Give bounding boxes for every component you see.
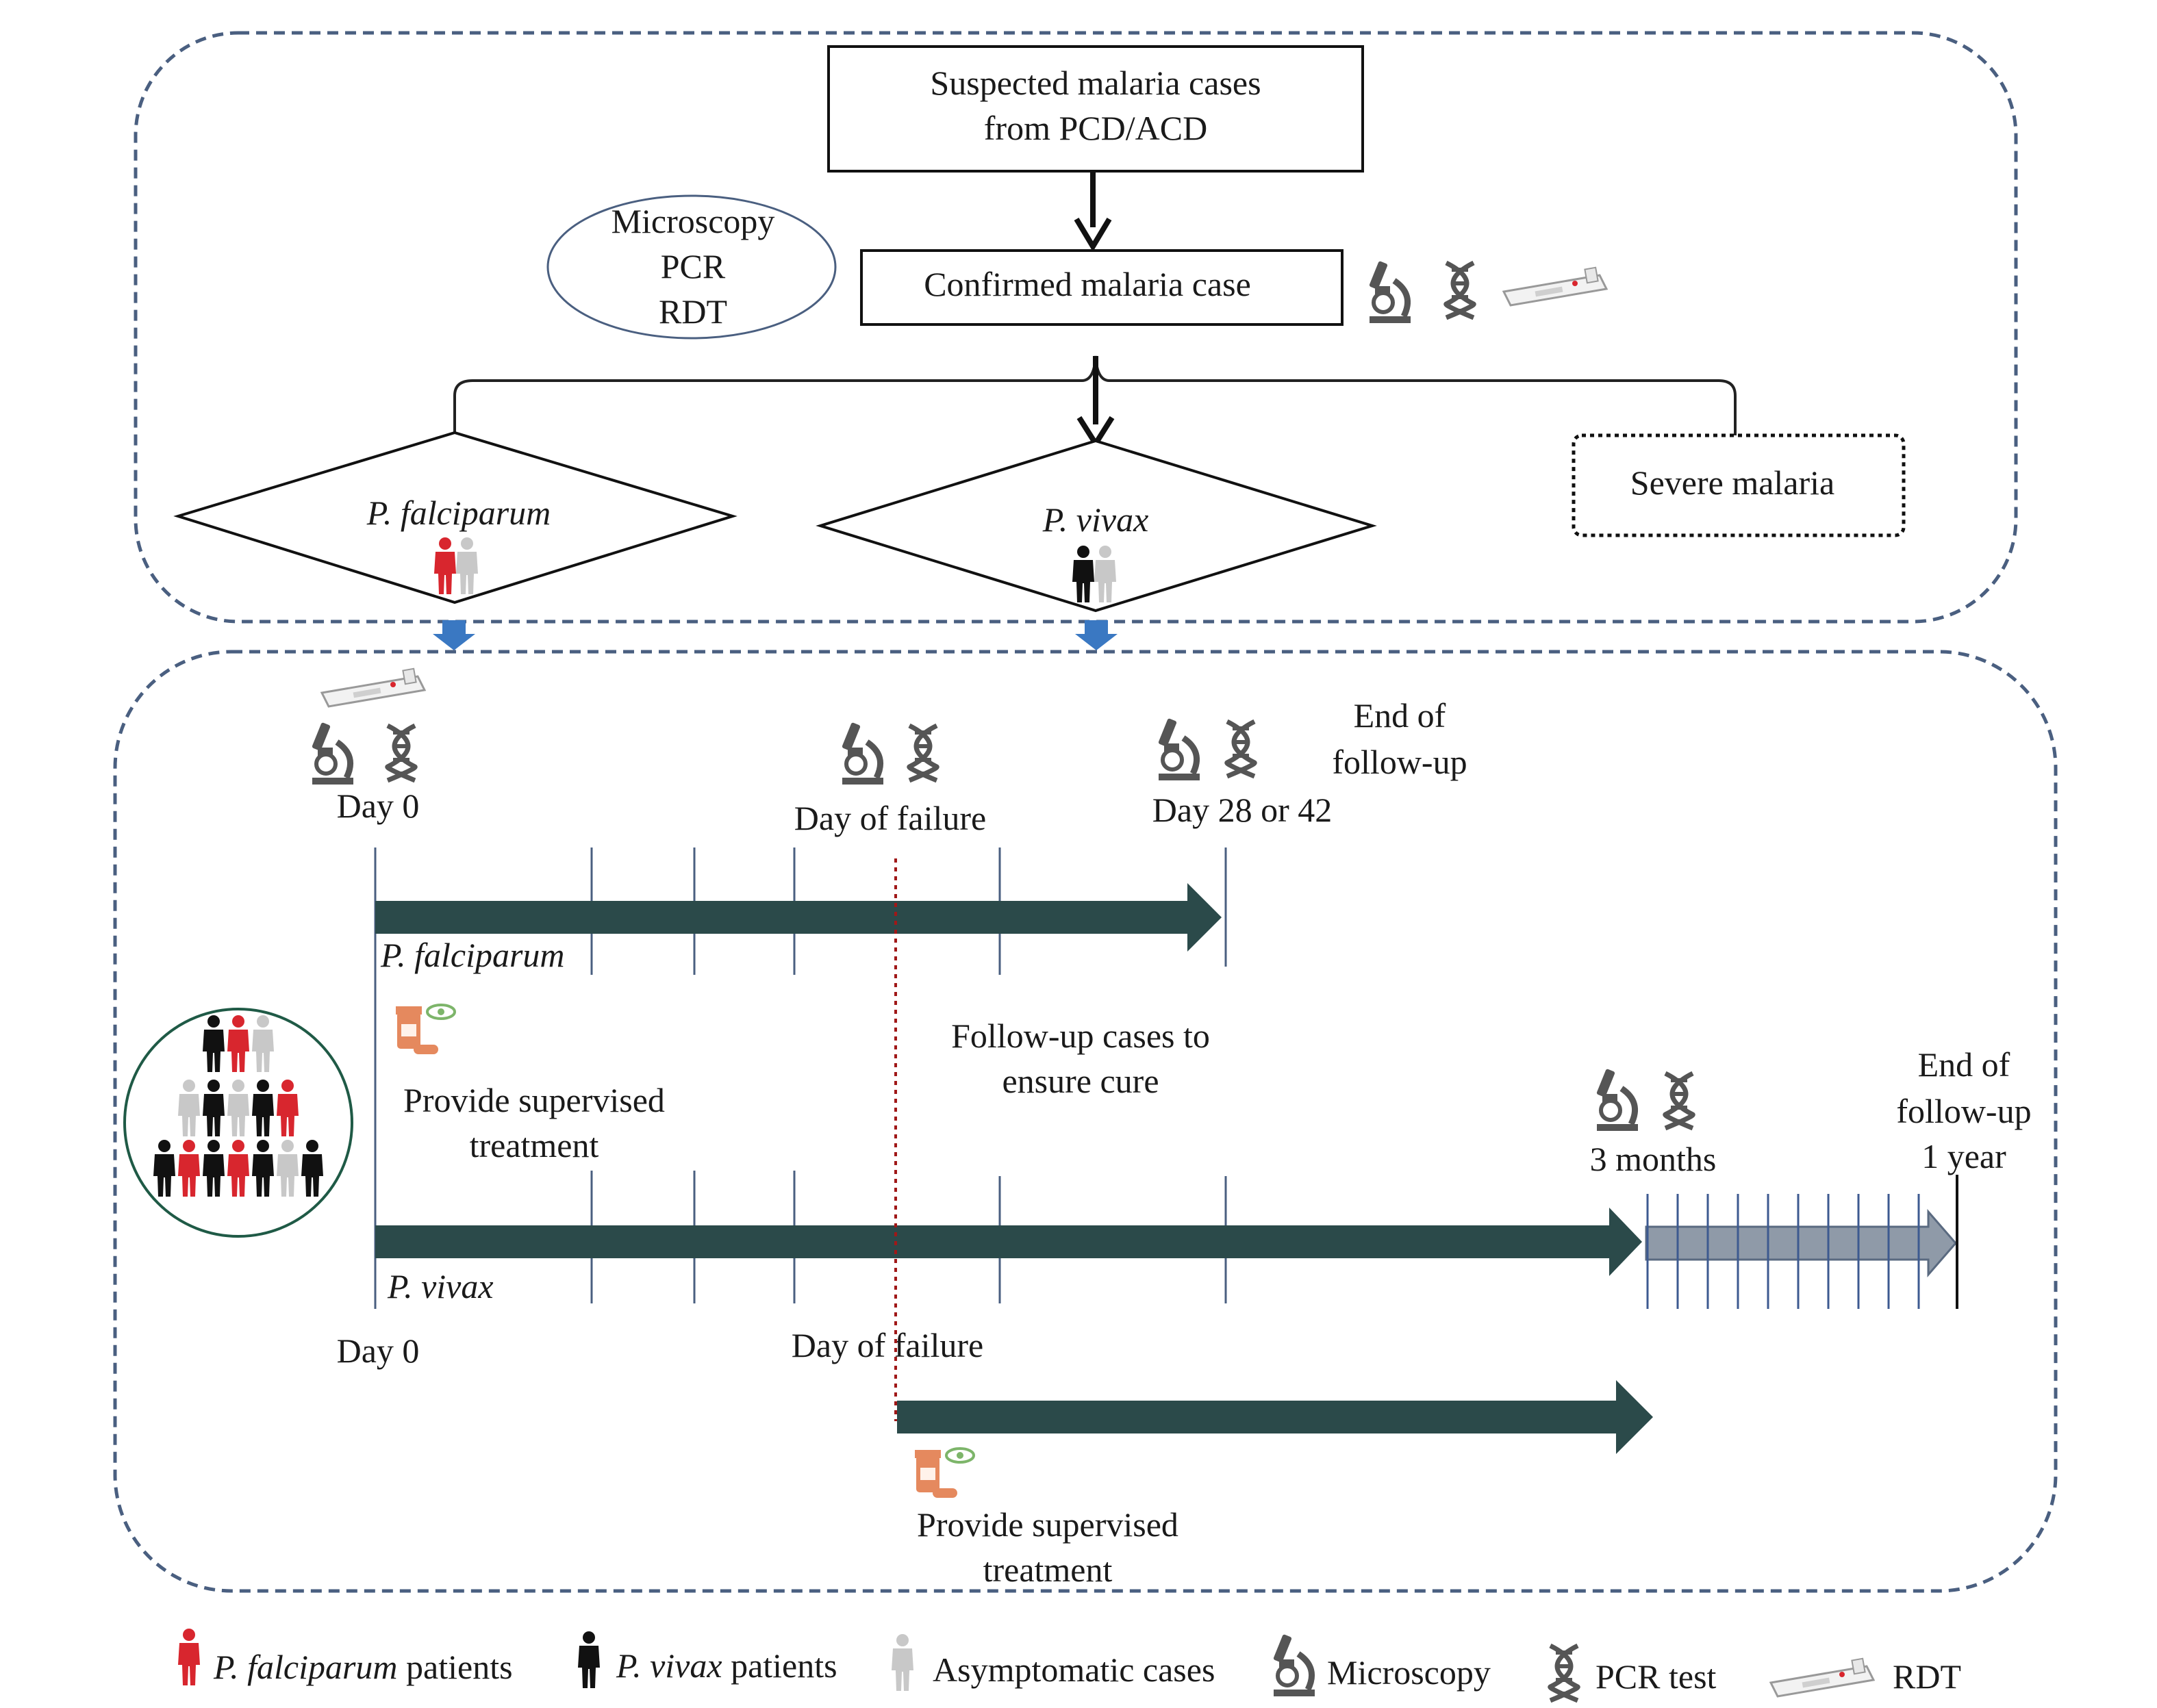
method-pcr: PCR — [661, 247, 726, 285]
falciparum-diamond — [173, 431, 737, 604]
pill-bottle-icon — [394, 1004, 456, 1056]
three-months-label: 3 months — [1590, 1140, 1717, 1178]
retreatment-arrow — [897, 1380, 1653, 1454]
severe-malaria-label: Severe malaria — [1630, 463, 1834, 502]
legend-microscope-icon — [1273, 1634, 1315, 1696]
day-28-42-label: Day 28 or 42 — [1152, 791, 1332, 829]
microscope-icon-3months — [1596, 1069, 1638, 1131]
legend-asymptomatic: Asymptomatic cases — [933, 1650, 1215, 1689]
followup-year-ticks — [1646, 1175, 1958, 1309]
falciparum-timeline-arrow — [375, 883, 1222, 952]
legend-vivax-icon — [578, 1631, 600, 1688]
suspected-cases-line2: from PCD/ACD — [984, 109, 1207, 147]
dna-icon-day0 — [388, 726, 416, 780]
day0-label-top: Day 0 — [337, 787, 420, 825]
end-followup-line1: End of — [1354, 696, 1446, 735]
rdt-icon — [1502, 266, 1608, 307]
confirmed-case-label: Confirmed malaria case — [924, 265, 1251, 303]
end-followup-line2: follow-up — [1332, 743, 1467, 781]
dna-icon-day28 — [1227, 722, 1255, 776]
patients-circle — [123, 1008, 353, 1238]
legend-rdt-icon — [1769, 1657, 1875, 1698]
end-year-line1: End of — [1918, 1045, 2010, 1084]
legend-falciparum: P. falciparum patients — [213, 1648, 513, 1686]
dna-icon — [1446, 263, 1474, 318]
microscope-icon — [1369, 261, 1411, 323]
confirmed-case-box — [860, 249, 1344, 326]
day-of-failure-label-bottom: Day of failure — [792, 1326, 983, 1364]
severe-malaria-box — [1572, 433, 1906, 537]
vivax-timeline-arrow — [375, 1208, 1642, 1276]
rdt-icon-day0 — [320, 667, 426, 708]
method-microscopy: Microscopy — [611, 202, 775, 240]
supervised2-line1: Provide supervised — [917, 1505, 1178, 1544]
microscope-icon-day0 — [312, 722, 353, 785]
legend-dna-icon — [1550, 1646, 1578, 1700]
followup-year-arrow — [1645, 1208, 1957, 1278]
suspected-cases-box — [827, 45, 1364, 173]
vivax-diamond — [816, 439, 1377, 613]
vivax-diamond-label: P. vivax — [1042, 500, 1149, 539]
supervised-treatment-line2: treatment — [470, 1126, 599, 1164]
legend-microscopy: Microscopy — [1327, 1653, 1491, 1692]
legend-rdt: RDT — [1893, 1657, 1961, 1696]
legend-vivax: P. vivax patients — [616, 1646, 837, 1685]
day0-label-bottom: Day 0 — [337, 1331, 420, 1370]
end-year-line3: 1 year — [1921, 1137, 2006, 1175]
bottom-panel-border — [113, 650, 2058, 1593]
supervised-treatment-line1: Provide supervised — [403, 1081, 665, 1119]
falciparum-track-label: P. falciparum — [380, 936, 565, 974]
legend-falciparum-icon — [178, 1629, 200, 1685]
day-of-failure-label-top: Day of failure — [794, 799, 986, 837]
suspected-cases-line1: Suspected malaria cases — [930, 64, 1261, 102]
microscope-icon-failure — [842, 722, 883, 785]
microscope-icon-day28 — [1158, 718, 1200, 780]
legend-asymptomatic-icon — [892, 1634, 913, 1691]
followup-cure-line1: Follow-up cases to — [951, 1017, 1210, 1055]
dna-icon-3months — [1665, 1073, 1693, 1128]
connector-arrow-falciparum — [433, 620, 475, 650]
supervised2-line2: treatment — [983, 1551, 1113, 1589]
pill-bottle-icon-2 — [913, 1447, 975, 1499]
end-year-line2: follow-up — [1896, 1092, 2031, 1130]
top-panel-border — [134, 31, 2018, 624]
methods-ellipse — [546, 194, 837, 340]
dna-icon-failure — [909, 726, 937, 780]
legend-pcr: PCR test — [1595, 1657, 1717, 1696]
followup-cure-line2: ensure cure — [1002, 1062, 1159, 1100]
falciparum-diamond-label: P. falciparum — [366, 494, 551, 532]
method-rdt: RDT — [659, 292, 727, 331]
vivax-track-label: P. vivax — [387, 1267, 494, 1305]
connector-arrow-vivax — [1075, 620, 1118, 650]
